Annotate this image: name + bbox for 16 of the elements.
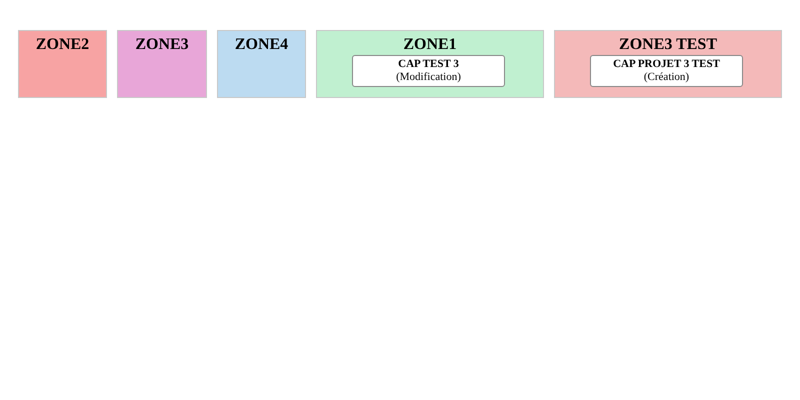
zone-panel: [316, 30, 544, 98]
zone-panel: [217, 30, 306, 98]
process-box: [352, 55, 505, 87]
zone-panel: [117, 30, 207, 98]
zone-title: ZONE3 TEST: [618, 36, 718, 54]
box-subtitle: (Modification): [396, 71, 461, 84]
zone-title: ZONE3: [134, 36, 190, 54]
zone-title: ZONE1: [402, 36, 458, 54]
box-title: CAP PROJET 3 TEST: [613, 58, 720, 71]
box-subtitle: (Création): [644, 71, 690, 84]
zone-panel: [18, 30, 107, 98]
process-box: [590, 55, 743, 87]
zone-title: ZONE4: [234, 36, 290, 54]
box-title: CAP TEST 3: [398, 58, 459, 71]
zone-panel: [554, 30, 782, 98]
zone-title: ZONE2: [34, 36, 90, 54]
